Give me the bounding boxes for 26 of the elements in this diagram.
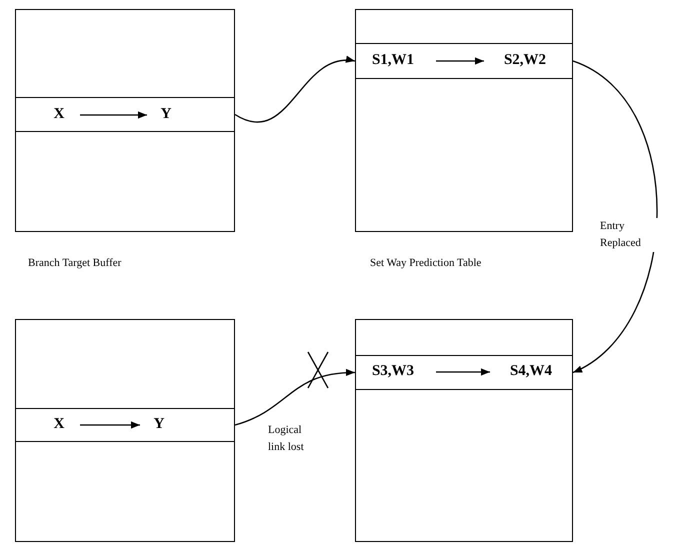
table-row: [354, 42, 572, 78]
entry-text: S2,W2: [491, 50, 559, 70]
table-row: [354, 354, 572, 390]
table-box: [355, 9, 573, 232]
table-caption: Branch Target Buffer: [28, 257, 122, 269]
table-box: [15, 319, 235, 542]
entry-text: S1,W1: [359, 50, 427, 70]
arrow: [234, 369, 356, 426]
arrow: [80, 421, 140, 429]
entry-text: Y: [154, 104, 178, 124]
table-row: [14, 408, 234, 442]
arrow: [436, 57, 484, 65]
arrow: [80, 111, 147, 119]
table-box: [15, 9, 235, 232]
entry-text: Y: [147, 414, 171, 434]
table-row: [14, 96, 234, 132]
entry-text: S4,W4: [497, 361, 565, 381]
entry-text: X: [47, 414, 71, 434]
table-box: [355, 319, 573, 542]
table-caption: Set Way Prediction Table: [370, 257, 482, 269]
arrow: [572, 60, 658, 374]
arrow: [234, 56, 356, 123]
arrow: [436, 368, 490, 376]
entry-text: S3,W3: [359, 361, 427, 381]
edge-label: Entry Replaced: [600, 218, 660, 252]
entry-text: X: [47, 104, 71, 124]
